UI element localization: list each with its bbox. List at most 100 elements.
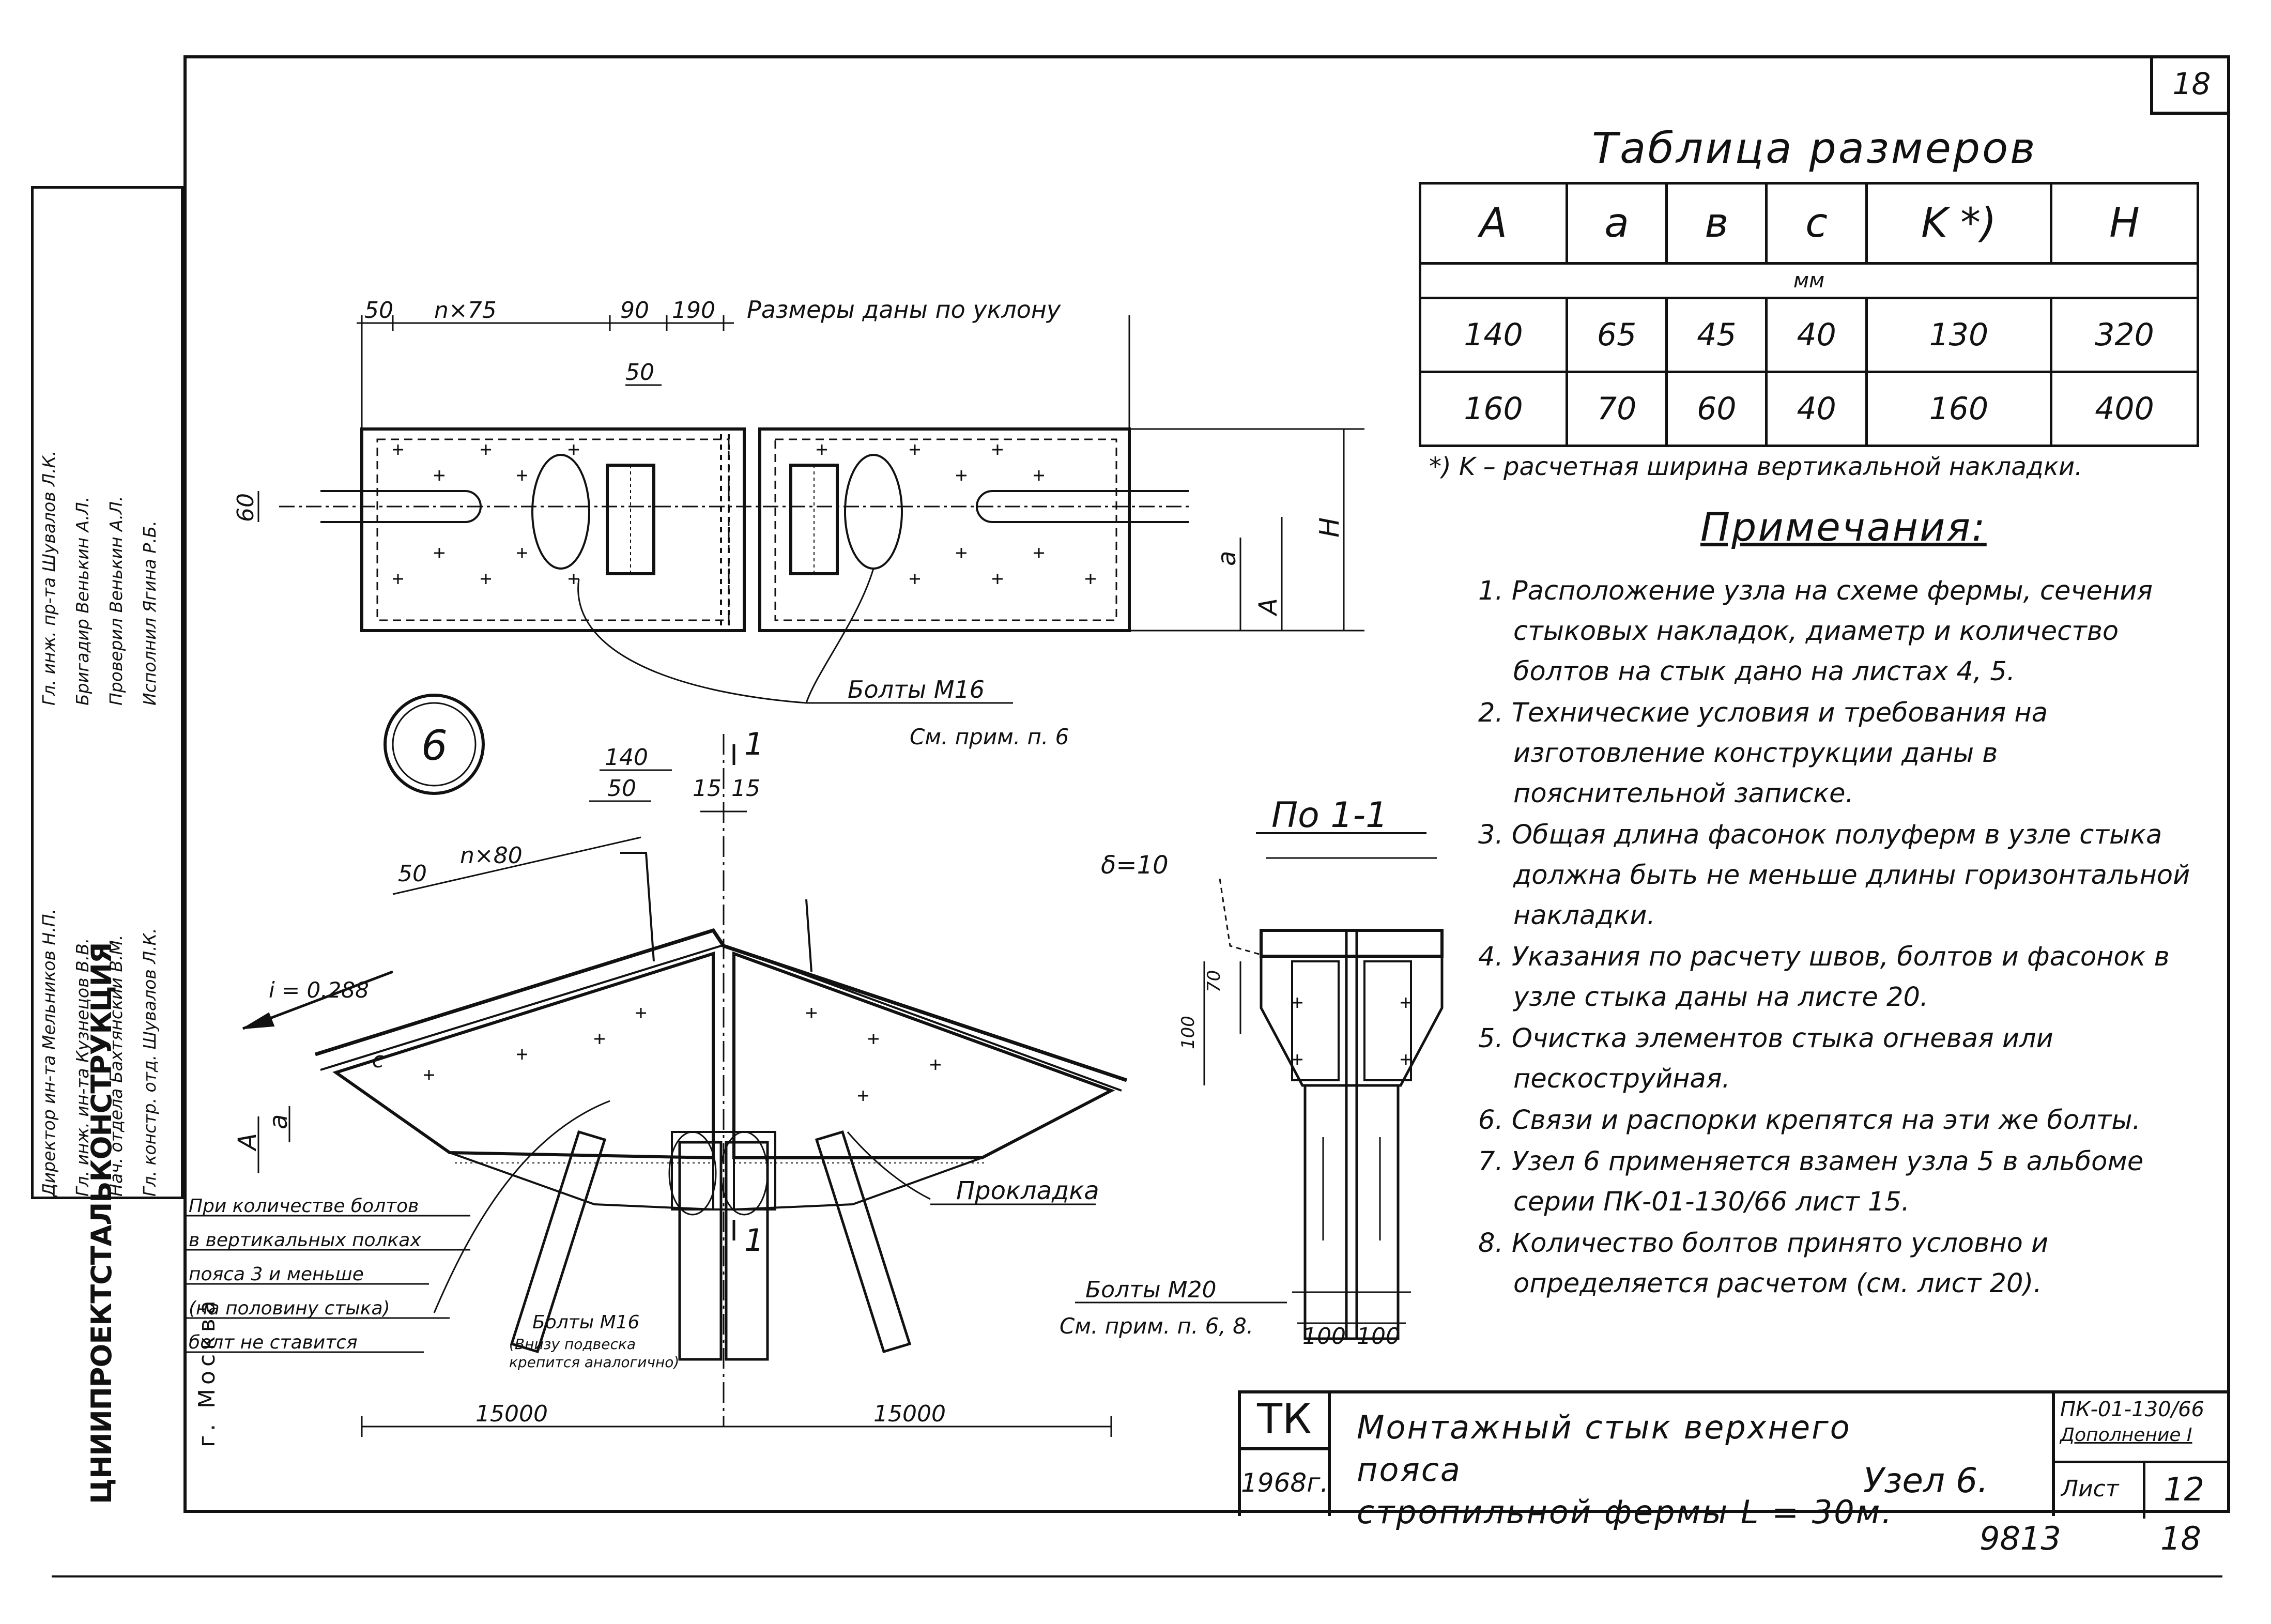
elev-dim-50a: 50 (607, 775, 636, 802)
stamp-row: Бригадир Венькин А.Л. (72, 496, 93, 706)
list-item: 6. Связи и распорки крепятся на эти же б… (1478, 1105, 2141, 1136)
section-bolts-ref: См. прим. п. 6, 8. (1060, 1313, 1253, 1339)
title-line-2: стропильной фермы L = 30м. (1357, 1493, 1894, 1531)
list-item: 8. Количество болтов принято условно и о… (1478, 1228, 2049, 1299)
table-row: A a в c K *) H (1419, 182, 2200, 265)
plan-dim-90: 90 (620, 297, 649, 324)
sheet-number: 12 (2163, 1470, 2204, 1508)
plan-dim-60: 60 (233, 493, 259, 522)
slope-label: i = 0,288 (269, 977, 369, 1003)
plan-dim-H: H (1314, 517, 1345, 538)
list-item: 1. Расположение узла на схеме фермы, сеч… (1478, 576, 2153, 687)
title-block: ТК 1968г. Монтажный стык верхнего пояса … (1238, 1390, 2230, 1531)
list-item: 7. Узел 6 применяется взамен узла 5 в ал… (1478, 1146, 2144, 1217)
section-geometry (1075, 832, 1444, 1340)
plan-dim-n75: n×75 (434, 297, 497, 324)
plan-dim-50: 50 (364, 297, 393, 324)
elev-dim-15a: 15 (693, 775, 722, 802)
stamp-row: Проверил Венькин А.Л. (106, 496, 126, 706)
plan-dim-A: A (1254, 598, 1283, 617)
section-dim-70: 70 (1204, 970, 1224, 992)
title-block-right: ПК-01-130/66 Дополнение I Лист 12 (2052, 1393, 2230, 1519)
organization-city: г. Москва (194, 1296, 220, 1447)
table-cell: 60 (1665, 371, 1768, 447)
elev-note-line-5: болт не ставится (189, 1332, 358, 1353)
dims-table: A a в c K *) H мм 140 65 45 40 130 320 1… (1419, 182, 2200, 447)
plan-bolts-ref: См. прим. п. 6 (910, 724, 1069, 749)
list-item: 2. Технические условия и требования на и… (1478, 698, 2048, 809)
section-bolts-label: Болты M20 (1085, 1277, 1217, 1303)
table-unit: мм (1419, 262, 2199, 299)
plan-view-geometry (257, 315, 1364, 704)
title-line-1: Монтажный стык верхнего пояса (1357, 1408, 1851, 1489)
elev-bolts-note2: крепится аналогично) (509, 1354, 679, 1371)
sheet-label: Лист (2061, 1476, 2119, 1502)
table-row: 160 70 60 40 160 400 (1419, 371, 2200, 447)
dims-table-title: Таблица размеров (1592, 124, 2037, 173)
plan-dim-note: Размеры даны по уклону (747, 296, 1061, 324)
stamp-row: Гл. инж. пр-та Шувалов Л.К. (39, 450, 59, 706)
series-code: ПК-01-130/66 (2060, 1398, 2204, 1421)
shim-label: Прокладка (956, 1176, 1099, 1205)
title-block-year: 1968г. (1238, 1450, 1331, 1516)
plan-bolts-label: Болты M16 (848, 676, 985, 703)
sheet-row: Лист 12 (2055, 1461, 2230, 1519)
section-dim-100a: 100 (1302, 1323, 1346, 1350)
list-item: 5. Очистка элементов стыка огневая или п… (1478, 1023, 2053, 1094)
title-block-code: ТК (1238, 1393, 1331, 1450)
list-item: 4. Указания по расчету швов, болтов и фа… (1478, 942, 2170, 1013)
elev-dim-50b: 50 (398, 861, 427, 887)
elev-dim-15b: 15 (731, 775, 760, 802)
plan-dim-50b: 50 (625, 359, 654, 386)
elev-dim-140: 140 (605, 744, 648, 771)
table-header: a (1565, 182, 1668, 265)
cut-bottom-label: 1 (744, 1222, 764, 1259)
page-number: 18 (2160, 1520, 2201, 1557)
table-header: в (1665, 182, 1768, 265)
node-label: 6 (421, 722, 448, 770)
dims-footnote: *) K – расчетная ширина вертикальной нак… (1429, 452, 2083, 481)
list-item: 3. Общая длина фасонок полуферм в узле с… (1478, 820, 2190, 931)
table-cell: 160 (1419, 371, 1568, 447)
elev-dim-c: c (372, 1047, 384, 1073)
table-cell: 160 (1865, 371, 2052, 447)
inventory-number: 9813 (1980, 1520, 2061, 1557)
bolt-marks (393, 445, 1411, 1101)
table-cell: 140 (1419, 297, 1568, 373)
table-cell: 40 (1765, 371, 1868, 447)
elevation-geometry (186, 694, 1128, 1437)
table-cell: 65 (1565, 297, 1668, 373)
signature-stamp: Директор ин-та Мельников Н.П. Гл. инж. и… (31, 186, 183, 1199)
plan-dim-a: a (1213, 551, 1241, 566)
cut-top-label: 1 (744, 726, 764, 762)
notes-title: Примечания: (1700, 504, 1987, 550)
stamp-row: Гл. констр. отд. Шувалов Л.К. (140, 928, 160, 1197)
organization-name: ЦНИИПРОЕКТСТАЛЬКОНСТРУКЦИЯ (85, 942, 118, 1504)
table-cell: 45 (1665, 297, 1768, 373)
supplement-label: Дополнение I (2060, 1424, 2192, 1446)
table-cell: 40 (1765, 297, 1868, 373)
drawing-frame (183, 55, 2230, 1513)
elev-dim-n80: n×80 (460, 842, 523, 869)
section-dim-100b: 100 (1357, 1323, 1400, 1350)
table-cell: 130 (1865, 297, 2052, 373)
elev-note-line-3: пояса 3 и меньше (189, 1264, 364, 1285)
elev-note-line-4: (на половину стыка) (189, 1298, 390, 1319)
table-header: c (1765, 182, 1868, 265)
plan-dim-190: 190 (672, 297, 715, 324)
sheet-divider (2143, 1463, 2145, 1519)
table-header: K *) (1865, 182, 2052, 265)
organization-block: ЦНИИПРОЕКТСТАЛЬКОНСТРУКЦИЯ г. Москва (80, 943, 220, 1509)
elev-note-line-2: в вертикальных полках (189, 1230, 421, 1251)
table-row: 140 65 45 40 130 320 (1419, 297, 2200, 373)
title-block-node: Узел 6. (1863, 1461, 1989, 1500)
elev-dim-a: a (264, 1114, 293, 1129)
span-left: 15000 (475, 1401, 548, 1427)
section-dim-100: 100 (1178, 1016, 1199, 1049)
stamp-row: Директор ин-та Мельников Н.П. (39, 908, 59, 1197)
elev-bolts-label: Болты M16 (532, 1312, 639, 1333)
table-cell: 70 (1565, 371, 1668, 447)
section-title: По 1-1 (1271, 795, 1388, 836)
elev-note-line-1: При количестве болтов (189, 1196, 419, 1217)
